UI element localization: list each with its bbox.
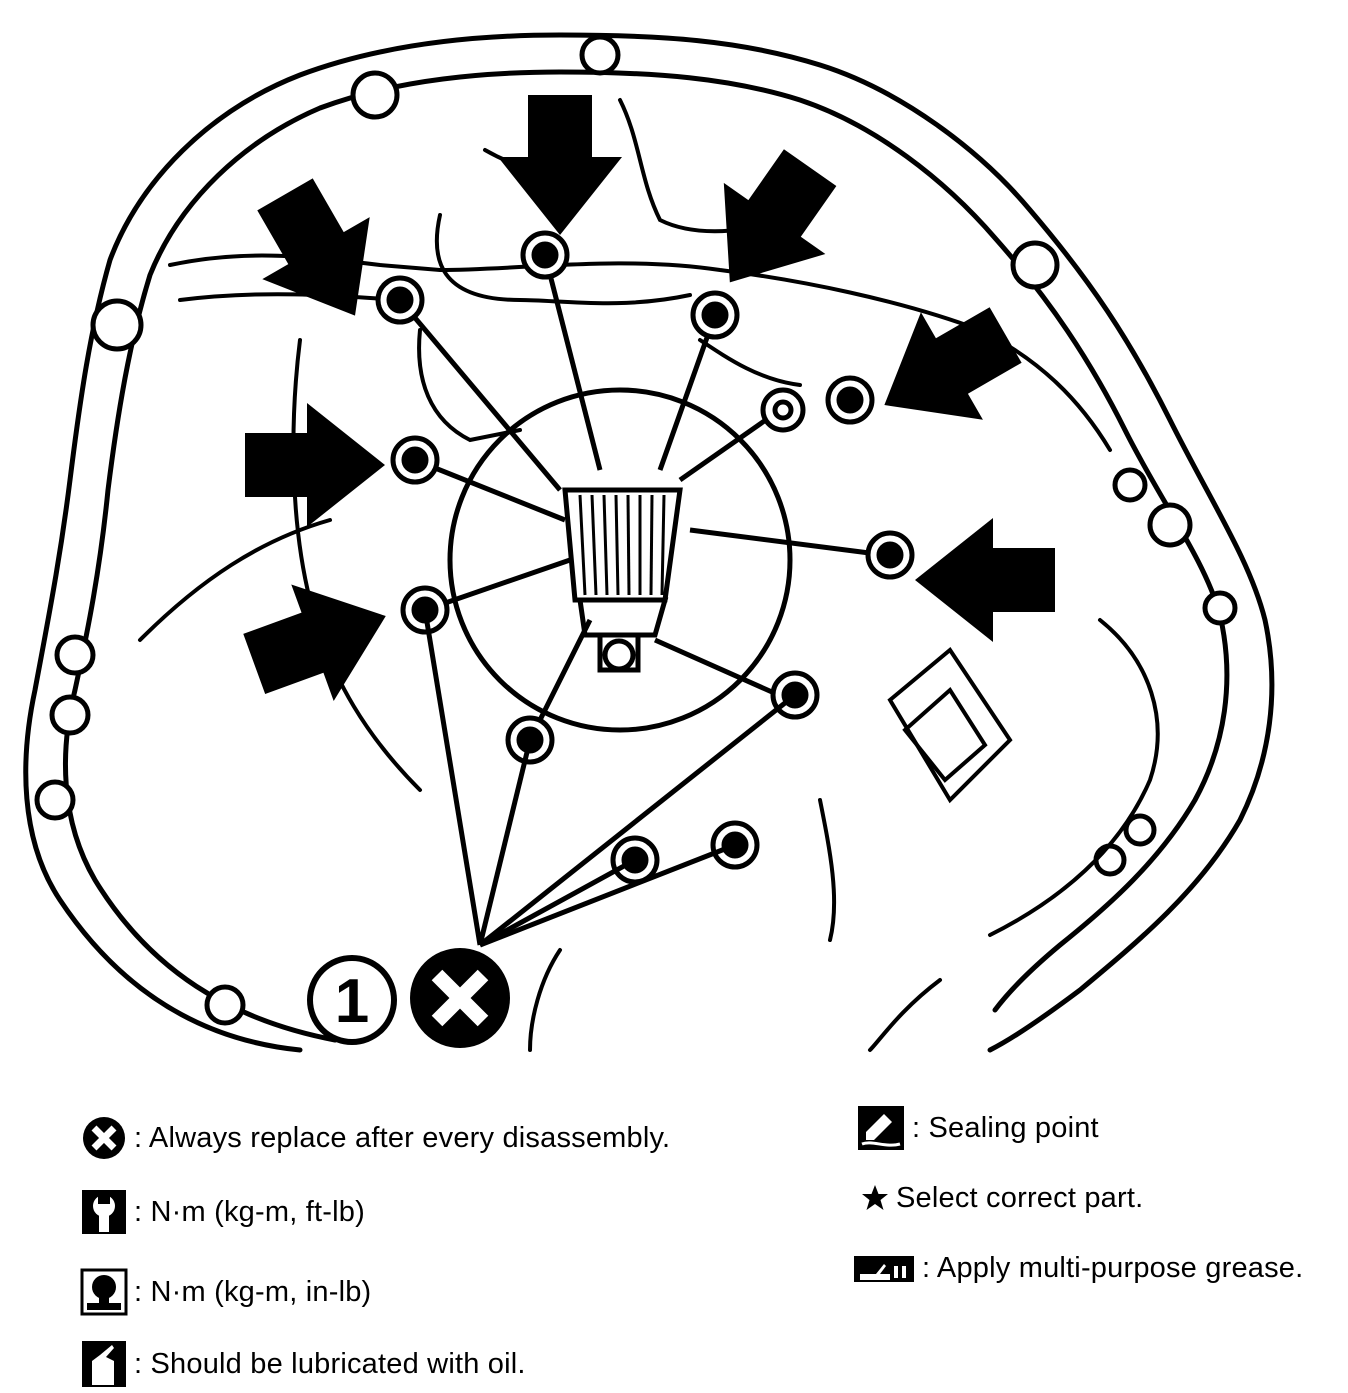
transmission-case-diagram: 1 [23,32,1275,1053]
legend-sealing: : Sealing point [856,1104,1099,1152]
bolt [825,375,875,425]
replace-x-icon [83,1117,125,1159]
star-icon [862,1185,888,1210]
legend-torque-ft-lb-text: : N·m (kg-m, ft-lb) [134,1195,365,1228]
callout-leader-lines [422,609,797,948]
arrow-down [498,95,622,235]
legend-lubricate-text: : Should be lubricated with oil. [134,1347,526,1380]
housing-outline [23,32,1275,1053]
legend-select-part: Select correct part. [860,1174,1143,1222]
arrow-left [915,518,1055,642]
legend-lubricate: : Should be lubricated with oil. [80,1340,526,1388]
housing-ribs [398,254,886,742]
arrow-left-down [853,281,1037,459]
flange-bolt-holes [34,34,1238,1026]
callout-number-text: 1 [335,967,369,1036]
bolt [520,230,570,280]
callout-item-number: 1 [307,955,397,1045]
torque-wrench-filled-icon [80,1268,128,1316]
arrow-right-up [233,557,407,723]
legend-grease-text: : Apply multi-purpose grease. [922,1251,1304,1284]
sealing-point-icon [858,1106,904,1150]
hole [760,387,806,433]
bolt [390,435,440,485]
legend-torque-in-lb: : N·m (kg-m, in-lb) [80,1268,371,1316]
torque-wrench-icon [82,1190,126,1234]
bolt [865,530,915,580]
callout-replace-x-icon [410,948,510,1048]
shaft-splines [578,494,666,596]
legend-sealing-text: : Sealing point [912,1111,1099,1144]
legend-replace-text: : Always replace after every disassembly… [134,1121,671,1154]
legend-select-part-text: Select correct part. [896,1181,1144,1214]
legend-replace: : Always replace after every disassembly… [80,1114,670,1162]
legend-grease: : Apply multi-purpose grease. [852,1244,1303,1292]
grease-gun-icon [854,1256,914,1282]
arrow-right [245,403,385,527]
bolt [690,290,740,340]
bolt [375,275,425,325]
legend-torque-in-lb-text: : N·m (kg-m, in-lb) [134,1275,372,1308]
legend-torque-ft-lb: : N·m (kg-m, ft-lb) [80,1188,365,1236]
oil-can-icon [82,1341,126,1387]
